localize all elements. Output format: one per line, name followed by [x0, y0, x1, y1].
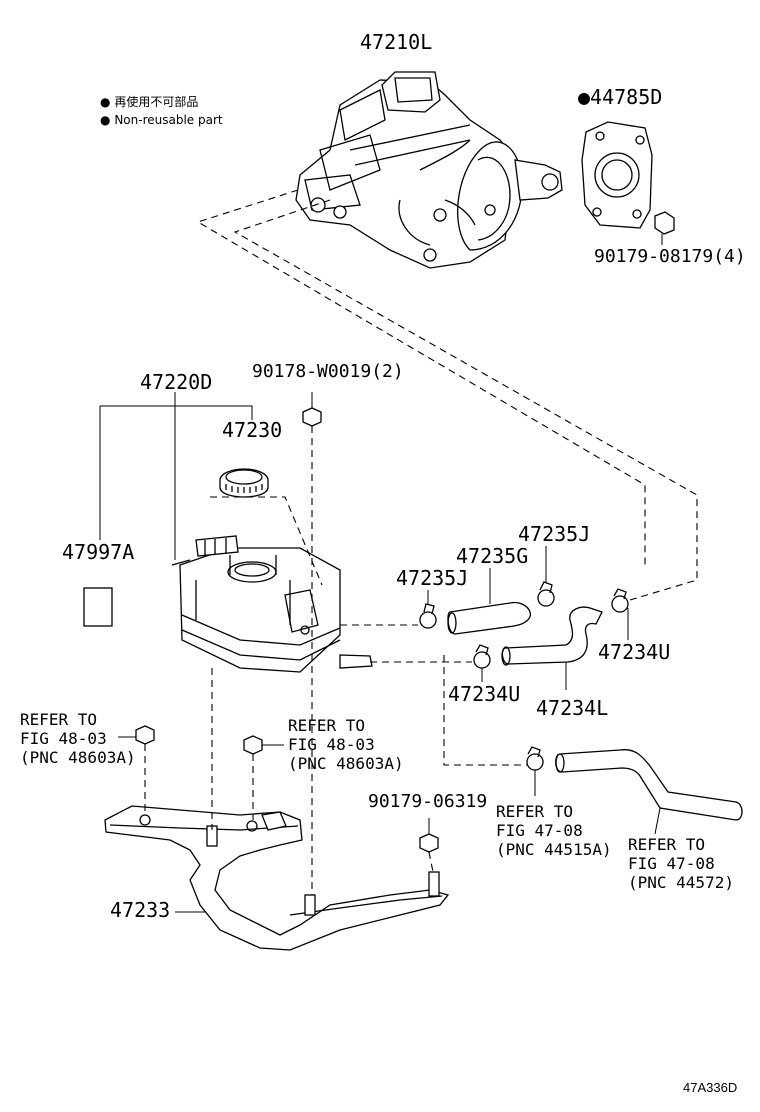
label-plate-drawing: [83, 587, 113, 627]
bolt-ref-48603A-right: [243, 735, 284, 755]
refer-pnc: (PNC 48603A): [288, 754, 404, 773]
part-label-47235J-right[interactable]: 47235J: [518, 522, 591, 546]
legend-text-jp: 再使用不可部品: [114, 95, 199, 109]
brake-pipe-drawing: [555, 749, 743, 821]
gasket-drawing: [581, 121, 653, 229]
reservoir-drawing: [171, 535, 373, 673]
part-label-44785D[interactable]: ●44785D: [578, 85, 663, 109]
refer-pnc: (PNC 44572): [628, 873, 734, 892]
refer-line: REFER TO: [288, 716, 366, 735]
refer-pnc: (PNC 44515A): [496, 840, 612, 859]
part-label-47233[interactable]: 47233: [110, 898, 171, 922]
refer-fig: FIG 47-08: [628, 854, 715, 873]
part-label-90179-08179[interactable]: 90179-08179(4): [594, 246, 746, 267]
part-label-47230[interactable]: 47230: [222, 418, 283, 442]
clamp-47234U-left: [473, 644, 491, 682]
refer-line: REFER TO: [496, 802, 574, 821]
part-label-90179-06319[interactable]: 90179-06319: [368, 791, 488, 812]
part-label-90178-W0019[interactable]: 90178-W0019(2): [252, 361, 404, 382]
part-label-47234U-left[interactable]: 47234U: [448, 682, 521, 706]
hose-47235G: [447, 601, 532, 635]
refer-fig: FIG 48-03: [288, 735, 375, 754]
part-label-47210L[interactable]: 47210L: [360, 30, 433, 54]
clamp-47234U-right: [611, 588, 629, 640]
part-label-47220D[interactable]: 47220D: [140, 370, 213, 394]
legend-item-jp: ● 再使用不可部品: [100, 94, 198, 110]
legend-bullet-icon: ●: [100, 113, 111, 127]
bolt-90179-06319-drawing: [419, 818, 439, 853]
refer-fig: FIG 47-08: [496, 821, 583, 840]
legend-bullet-icon: ●: [100, 95, 111, 109]
brake-actuator-drawing: [295, 71, 563, 269]
clamp-lower-pipe: [526, 746, 544, 796]
refer-line: REFER TO: [20, 710, 98, 729]
part-label-47234U-right[interactable]: 47234U: [598, 640, 671, 664]
part-label-47235J-left[interactable]: 47235J: [396, 566, 469, 590]
part-label-47234L[interactable]: 47234L: [536, 696, 609, 720]
refer-fig: FIG 48-03: [20, 729, 107, 748]
refer-line: REFER TO: [628, 835, 706, 854]
bolt-90178-drawing: [302, 392, 322, 427]
bracket-47233-drawing: [104, 805, 450, 951]
clamp-47235J-left: [419, 590, 437, 629]
bolt-ref-48603A-left: [118, 725, 155, 745]
refer-to-44572[interactable]: REFER TO FIG 47-08 (PNC 44572): [628, 835, 734, 892]
legend-text-en: Non-reusable part: [114, 113, 223, 127]
clamp-47235J-right: [537, 546, 555, 607]
refer-pnc: (PNC 48603A): [20, 748, 136, 767]
refer-to-44515A[interactable]: REFER TO FIG 47-08 (PNC 44515A): [496, 802, 612, 859]
part-label-47235G[interactable]: 47235G: [456, 544, 529, 568]
diagram-code: 47A336D: [683, 1080, 738, 1095]
legend-item-en: ● Non-reusable part: [100, 112, 223, 128]
refer-to-48603A-right[interactable]: REFER TO FIG 48-03 (PNC 48603A): [288, 716, 404, 773]
cap-drawing: [219, 468, 269, 498]
refer-to-48603A-left[interactable]: REFER TO FIG 48-03 (PNC 48603A): [20, 710, 136, 767]
part-label-47997A[interactable]: 47997A: [62, 540, 135, 564]
nut-90179-08179-drawing: [654, 211, 675, 245]
